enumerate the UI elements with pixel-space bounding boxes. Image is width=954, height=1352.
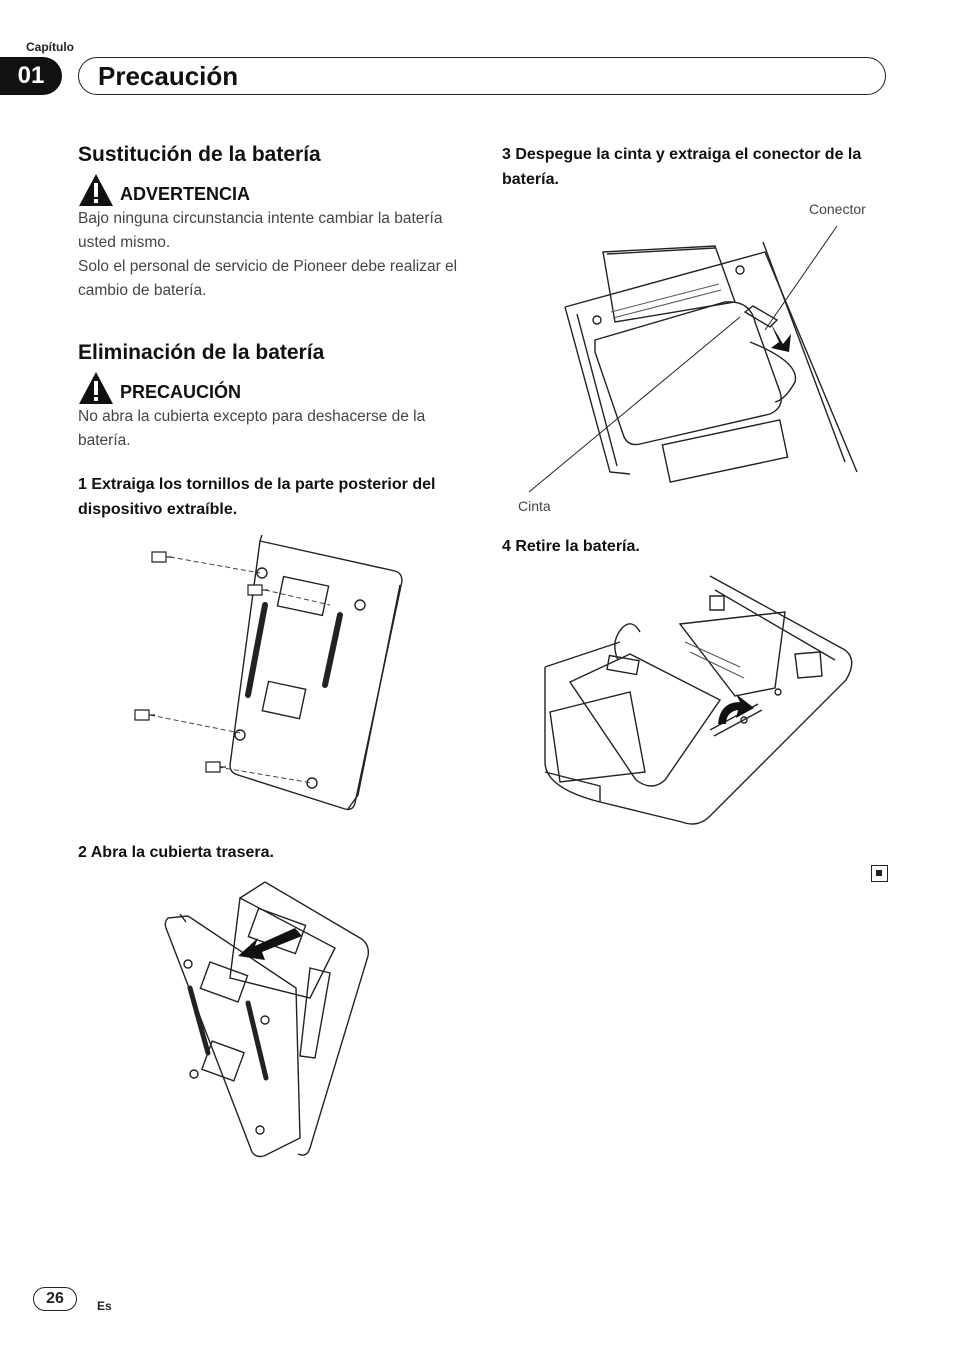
chapter-label: Capítulo <box>26 40 74 54</box>
figure-remove-battery <box>540 572 860 854</box>
figure-battery-connector <box>515 222 865 512</box>
warning-heading: ADVERTENCIA <box>78 173 468 207</box>
warning-triangle-icon <box>79 372 113 404</box>
chapter-title-bar <box>78 57 886 95</box>
section-title: Eliminación de la batería <box>78 341 325 364</box>
chapter-number: 01 <box>0 57 62 95</box>
warning-triangle-icon <box>79 174 113 206</box>
section-battery-replacement: Sustitución de la batería ADVERTENCIA Ba… <box>78 143 468 303</box>
figure-open-cover <box>160 878 380 1163</box>
paragraph: No abra la cubierta excepto para deshace… <box>78 408 426 449</box>
section-battery-disposal: Eliminación de la batería PRECAUCIÓN No … <box>78 341 468 453</box>
language-code: Es <box>97 1299 112 1313</box>
warning-label: ADVERTENCIA <box>120 183 251 204</box>
label-tape: Cinta <box>518 498 551 514</box>
step-3: 3 Despegue la cinta y extraiga el conect… <box>502 146 862 188</box>
figure-remove-screws <box>130 535 410 815</box>
chapter-title: Precaución <box>98 61 239 91</box>
paragraph: Solo el personal de servicio de Pioneer … <box>78 258 458 299</box>
label-connector: Conector <box>809 201 866 217</box>
page-number: 26 <box>33 1287 77 1311</box>
caution-heading: PRECAUCIÓN <box>78 371 468 405</box>
paragraph: Bajo ninguna circunstancia intente cambi… <box>78 210 443 251</box>
step-2: 2 Abra la cubierta trasera. <box>78 844 274 861</box>
step-4: 4 Retire la batería. <box>502 538 640 555</box>
section-title: Sustitución de la batería <box>78 143 321 166</box>
step-1: 1 Extraiga los tornillos de la parte pos… <box>78 476 436 518</box>
end-of-section-mark <box>871 865 888 882</box>
caution-label: PRECAUCIÓN <box>120 381 242 402</box>
